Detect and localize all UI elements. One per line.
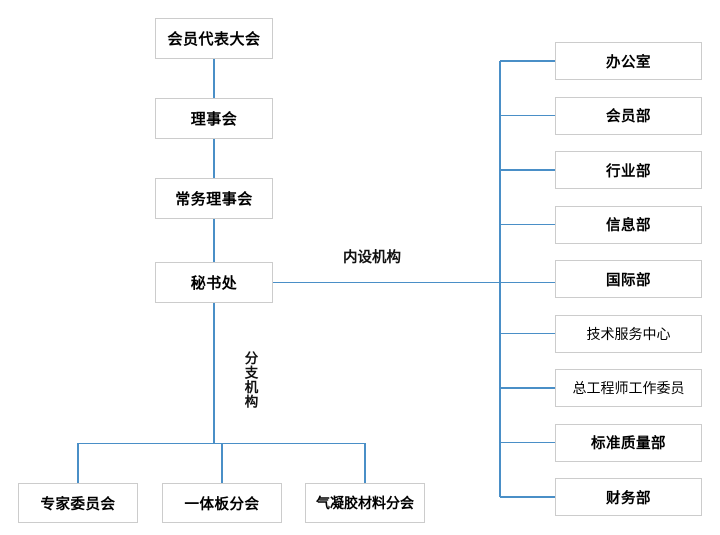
node-international-dept[interactable]: 国际部 (555, 260, 702, 298)
node-label: 一体板分会 (184, 496, 260, 513)
node-finance-dept[interactable]: 财务部 (555, 478, 702, 516)
node-standards-quality-dept[interactable]: 标准质量部 (555, 423, 702, 462)
node-label: 气凝胶材料分会 (316, 496, 414, 512)
stub-chief-engineer-committee (500, 387, 555, 389)
node-information-dept[interactable]: 信息部 (555, 205, 702, 244)
node-membership-dept[interactable]: 会员部 (555, 96, 702, 135)
node-label: 总工程师工作委员 (572, 381, 685, 397)
node-label: 行业部 (606, 163, 651, 180)
stub-industry-dept (500, 169, 555, 171)
stub-information-dept (500, 223, 555, 226)
node-standing-council[interactable]: 常务理事会 (155, 178, 273, 219)
node-label: 会员代表大会 (167, 30, 261, 48)
stub-finance-dept (500, 496, 555, 498)
node-label: 技术服务中心 (586, 326, 671, 343)
node-tech-service-center[interactable]: 技术服务中心 (555, 314, 702, 353)
node-label: 国际部 (606, 272, 651, 289)
node-aerogel-materials-branch[interactable]: 气凝胶材料分会 (305, 483, 425, 523)
node-chief-engineer-committee[interactable]: 总工程师工作委员 (555, 369, 702, 407)
internal-departments-trunk (499, 61, 501, 497)
node-members-congress[interactable]: 会员代表大会 (155, 18, 273, 59)
stub-tech-service-center (500, 332, 555, 335)
connector-council-to-standing (213, 139, 215, 178)
branch-organizations-bus (77, 442, 365, 445)
node-office[interactable]: 办公室 (555, 42, 702, 80)
node-council[interactable]: 理事会 (155, 98, 273, 139)
connector-standing-to-secretariat (213, 219, 215, 262)
node-expert-committee[interactable]: 专家委员会 (18, 483, 138, 523)
node-label: 理事会 (190, 110, 238, 128)
caption-branch-organizations: 分支机构 (241, 351, 258, 409)
drop-expert-committee (77, 443, 79, 483)
node-label: 会员部 (606, 109, 651, 125)
stub-standards-quality-dept (500, 441, 555, 444)
node-label: 标准质量部 (591, 436, 666, 452)
caption-internal-departments: 内设机构 (343, 250, 401, 266)
drop-aerogel-materials-branch (364, 443, 366, 483)
drop-integrated-panel-branch (221, 443, 223, 483)
connector-secretariat-to-internal (273, 281, 555, 284)
node-label: 专家委员会 (40, 496, 116, 513)
node-industry-dept[interactable]: 行业部 (555, 151, 702, 189)
node-label: 常务理事会 (175, 190, 253, 208)
stub-office (500, 60, 555, 62)
connector-congress-to-council (213, 59, 215, 98)
node-label: 信息部 (606, 218, 651, 234)
node-secretariat[interactable]: 秘书处 (155, 262, 273, 303)
node-label: 秘书处 (190, 274, 238, 292)
stub-membership-dept (500, 114, 555, 117)
node-integrated-panel-branch[interactable]: 一体板分会 (162, 483, 282, 523)
node-label: 办公室 (606, 54, 651, 71)
node-label: 财务部 (606, 490, 651, 507)
connector-secretariat-to-branch-bus (213, 303, 215, 444)
